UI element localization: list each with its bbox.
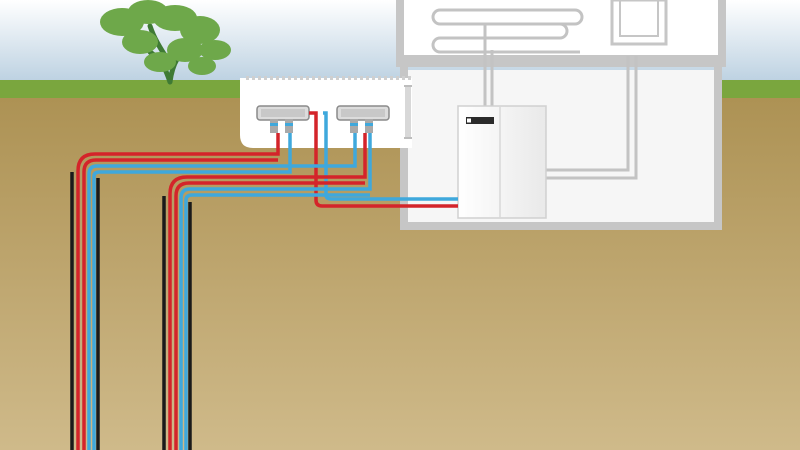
radiator-icon: [610, 0, 668, 46]
borehole-probe-icon: [70, 133, 357, 450]
heat-pump-unit-icon: [457, 105, 547, 219]
distribution-manifold-icon: [256, 105, 310, 133]
house-basement: [400, 63, 722, 230]
heating-distribution-lines: [483, 40, 638, 180]
heat-pump-display: [466, 117, 494, 124]
distribution-manifold-icon: [336, 105, 390, 133]
borehole-probe-icon: [162, 133, 372, 450]
underfloor-heating-coil-icon: [431, 8, 584, 54]
tree-icon: [100, 0, 231, 85]
